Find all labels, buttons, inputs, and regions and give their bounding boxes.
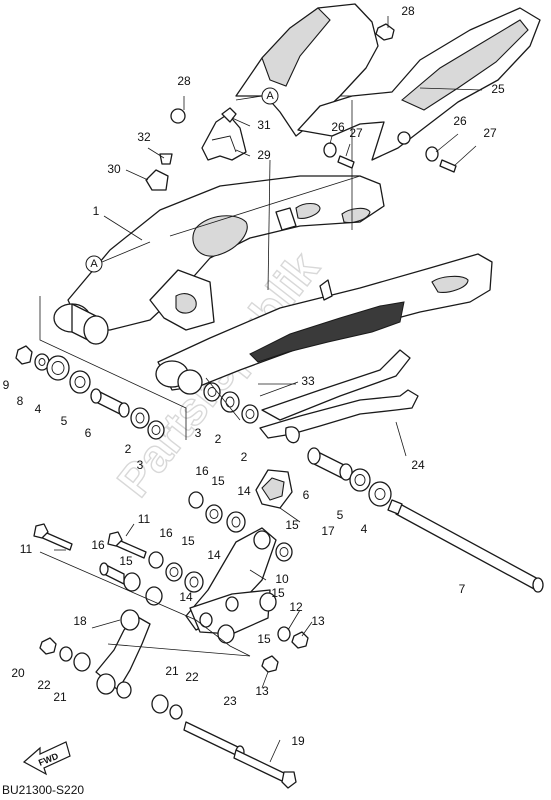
callout-6: 6 xyxy=(85,426,92,440)
callout-12: 12 xyxy=(289,600,303,614)
callout-30: 30 xyxy=(107,162,121,176)
callout-26: 26 xyxy=(453,114,467,128)
callout-14: 14 xyxy=(207,548,221,562)
callout-16: 16 xyxy=(159,526,173,540)
callout-11: 11 xyxy=(138,512,151,526)
link-assembly xyxy=(33,469,309,789)
callout-1: 1 xyxy=(93,204,100,218)
callout-21: 21 xyxy=(165,664,179,678)
svg-text:A: A xyxy=(266,90,274,102)
callout-16: 16 xyxy=(91,538,105,552)
callout-29: 29 xyxy=(257,148,271,162)
callout-4: 4 xyxy=(361,522,368,536)
leader-lines xyxy=(54,16,483,763)
callout-9: 9 xyxy=(3,378,10,392)
callout-2: 2 xyxy=(215,432,222,446)
group-outlines xyxy=(39,296,296,657)
callout-2: 2 xyxy=(241,450,248,464)
callout-4: 4 xyxy=(35,402,42,416)
callouts: 1 2 2 2 3 3 4 4 5 5 6 6 7 8 9 10 11 11 1… xyxy=(3,4,505,748)
pivot-hardware xyxy=(15,345,544,593)
callout-19: 19 xyxy=(291,734,305,748)
callout-20: 20 xyxy=(11,666,25,680)
callout-3: 3 xyxy=(195,426,202,440)
chain-guard xyxy=(259,389,419,444)
callout-31: 31 xyxy=(257,118,271,132)
forward-direction-arrow: FWD xyxy=(22,741,71,776)
callout-26: 26 xyxy=(331,120,345,134)
reference-marker-a-top: A xyxy=(235,87,279,105)
swingarm xyxy=(53,100,493,421)
svg-text:A: A xyxy=(90,258,98,270)
callout-13: 13 xyxy=(255,684,269,698)
callout-22: 22 xyxy=(185,670,199,684)
callout-23: 23 xyxy=(223,694,237,708)
callout-15: 15 xyxy=(211,474,225,488)
callout-3: 3 xyxy=(137,458,144,472)
callout-22: 22 xyxy=(37,678,51,692)
callout-10: 10 xyxy=(275,572,289,586)
callout-7: 7 xyxy=(459,582,466,596)
callout-5: 5 xyxy=(61,414,68,428)
callout-32: 32 xyxy=(137,130,151,144)
callout-18: 18 xyxy=(73,614,87,628)
fender-bracket xyxy=(145,107,247,191)
callout-2: 2 xyxy=(125,442,132,456)
callout-16: 16 xyxy=(195,464,209,478)
diagram-code: BU21300-S220 xyxy=(2,783,84,797)
callout-27: 27 xyxy=(483,126,497,140)
callout-8: 8 xyxy=(17,394,24,408)
callout-15: 15 xyxy=(285,518,299,532)
callout-28: 28 xyxy=(401,4,415,18)
callout-15: 15 xyxy=(119,554,133,568)
callout-13: 13 xyxy=(311,614,325,628)
callout-15: 15 xyxy=(257,632,271,646)
callout-15: 15 xyxy=(271,586,285,600)
callout-33: 33 xyxy=(301,374,315,388)
callout-14: 14 xyxy=(237,484,251,498)
callout-6: 6 xyxy=(303,488,310,502)
callout-27: 27 xyxy=(349,126,363,140)
callout-15: 15 xyxy=(181,534,195,548)
callout-11: 11 xyxy=(20,542,33,556)
callout-14: 14 xyxy=(179,590,193,604)
callout-17: 17 xyxy=(321,524,335,538)
reference-marker-a-swingarm: A xyxy=(85,241,151,273)
fender-bolts xyxy=(170,23,457,173)
callout-28: 28 xyxy=(177,74,191,88)
rear-fender xyxy=(235,3,541,161)
callout-5: 5 xyxy=(337,508,344,522)
callout-21: 21 xyxy=(53,690,67,704)
callout-25: 25 xyxy=(491,82,505,96)
callout-24: 24 xyxy=(411,458,425,472)
